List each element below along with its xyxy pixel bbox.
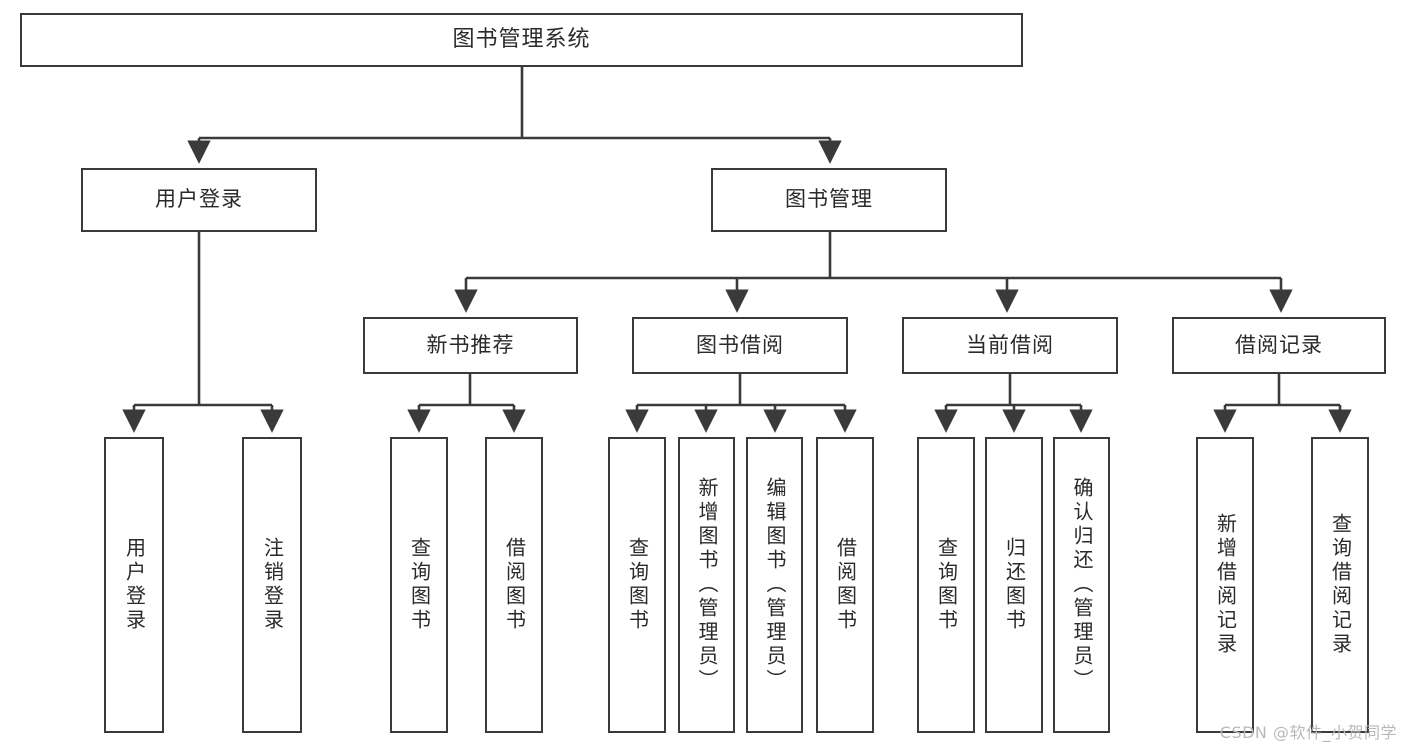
node-root[interactable]: 图书管理系统 xyxy=(20,13,1023,67)
node-leaf-8[interactable]: 借阅图书 xyxy=(816,437,874,733)
node-label: 用户登录 xyxy=(122,537,147,633)
node-leaf-1[interactable]: 用户登录 xyxy=(104,437,164,733)
node-label: 查询图书 xyxy=(625,537,650,633)
node-leaf-6[interactable]: 新增图书（管理员） xyxy=(678,437,735,733)
node-label: 图书借阅 xyxy=(696,332,784,357)
node-leaf-5[interactable]: 查询图书 xyxy=(608,437,666,733)
node-level2-2[interactable]: 图书借阅 xyxy=(632,317,848,374)
node-label: 注销登录 xyxy=(260,537,285,633)
node-label: 借阅图书 xyxy=(502,537,527,633)
node-leaf-12[interactable]: 新增借阅记录 xyxy=(1196,437,1254,733)
node-level2-4[interactable]: 借阅记录 xyxy=(1172,317,1386,374)
node-leaf-4[interactable]: 借阅图书 xyxy=(485,437,543,733)
node-leaf-3[interactable]: 查询图书 xyxy=(390,437,448,733)
node-label: 新增图书（管理员） xyxy=(695,477,719,693)
node-label: 查询图书 xyxy=(407,537,432,633)
node-label: 归还图书 xyxy=(1002,537,1027,633)
node-label: 当前借阅 xyxy=(966,332,1054,357)
node-leaf-2[interactable]: 注销登录 xyxy=(242,437,302,733)
node-level2-3[interactable]: 当前借阅 xyxy=(902,317,1118,374)
node-leaf-10[interactable]: 归还图书 xyxy=(985,437,1043,733)
node-label: 查询图书 xyxy=(934,537,959,633)
node-leaf-9[interactable]: 查询图书 xyxy=(917,437,975,733)
node-label: 确认归还（管理员） xyxy=(1070,477,1094,693)
node-leaf-11[interactable]: 确认归还（管理员） xyxy=(1053,437,1110,733)
node-level1-1[interactable]: 用户登录 xyxy=(81,168,317,232)
node-label: 图书管理系统 xyxy=(452,26,591,52)
node-leaf-13[interactable]: 查询借阅记录 xyxy=(1311,437,1369,733)
node-label: 新书推荐 xyxy=(426,332,515,357)
node-level1-2[interactable]: 图书管理 xyxy=(711,168,947,232)
node-label: 编辑图书（管理员） xyxy=(763,477,787,693)
node-label: 查询借阅记录 xyxy=(1328,513,1353,657)
watermark-text: CSDN @软件_小贺同学 xyxy=(1219,723,1397,742)
node-label: 借阅图书 xyxy=(833,537,858,633)
node-label: 新增借阅记录 xyxy=(1213,513,1238,657)
node-level2-1[interactable]: 新书推荐 xyxy=(363,317,578,374)
node-label: 用户登录 xyxy=(155,187,243,212)
node-leaf-7[interactable]: 编辑图书（管理员） xyxy=(746,437,803,733)
node-label: 图书管理 xyxy=(785,187,873,212)
node-label: 借阅记录 xyxy=(1235,332,1323,357)
